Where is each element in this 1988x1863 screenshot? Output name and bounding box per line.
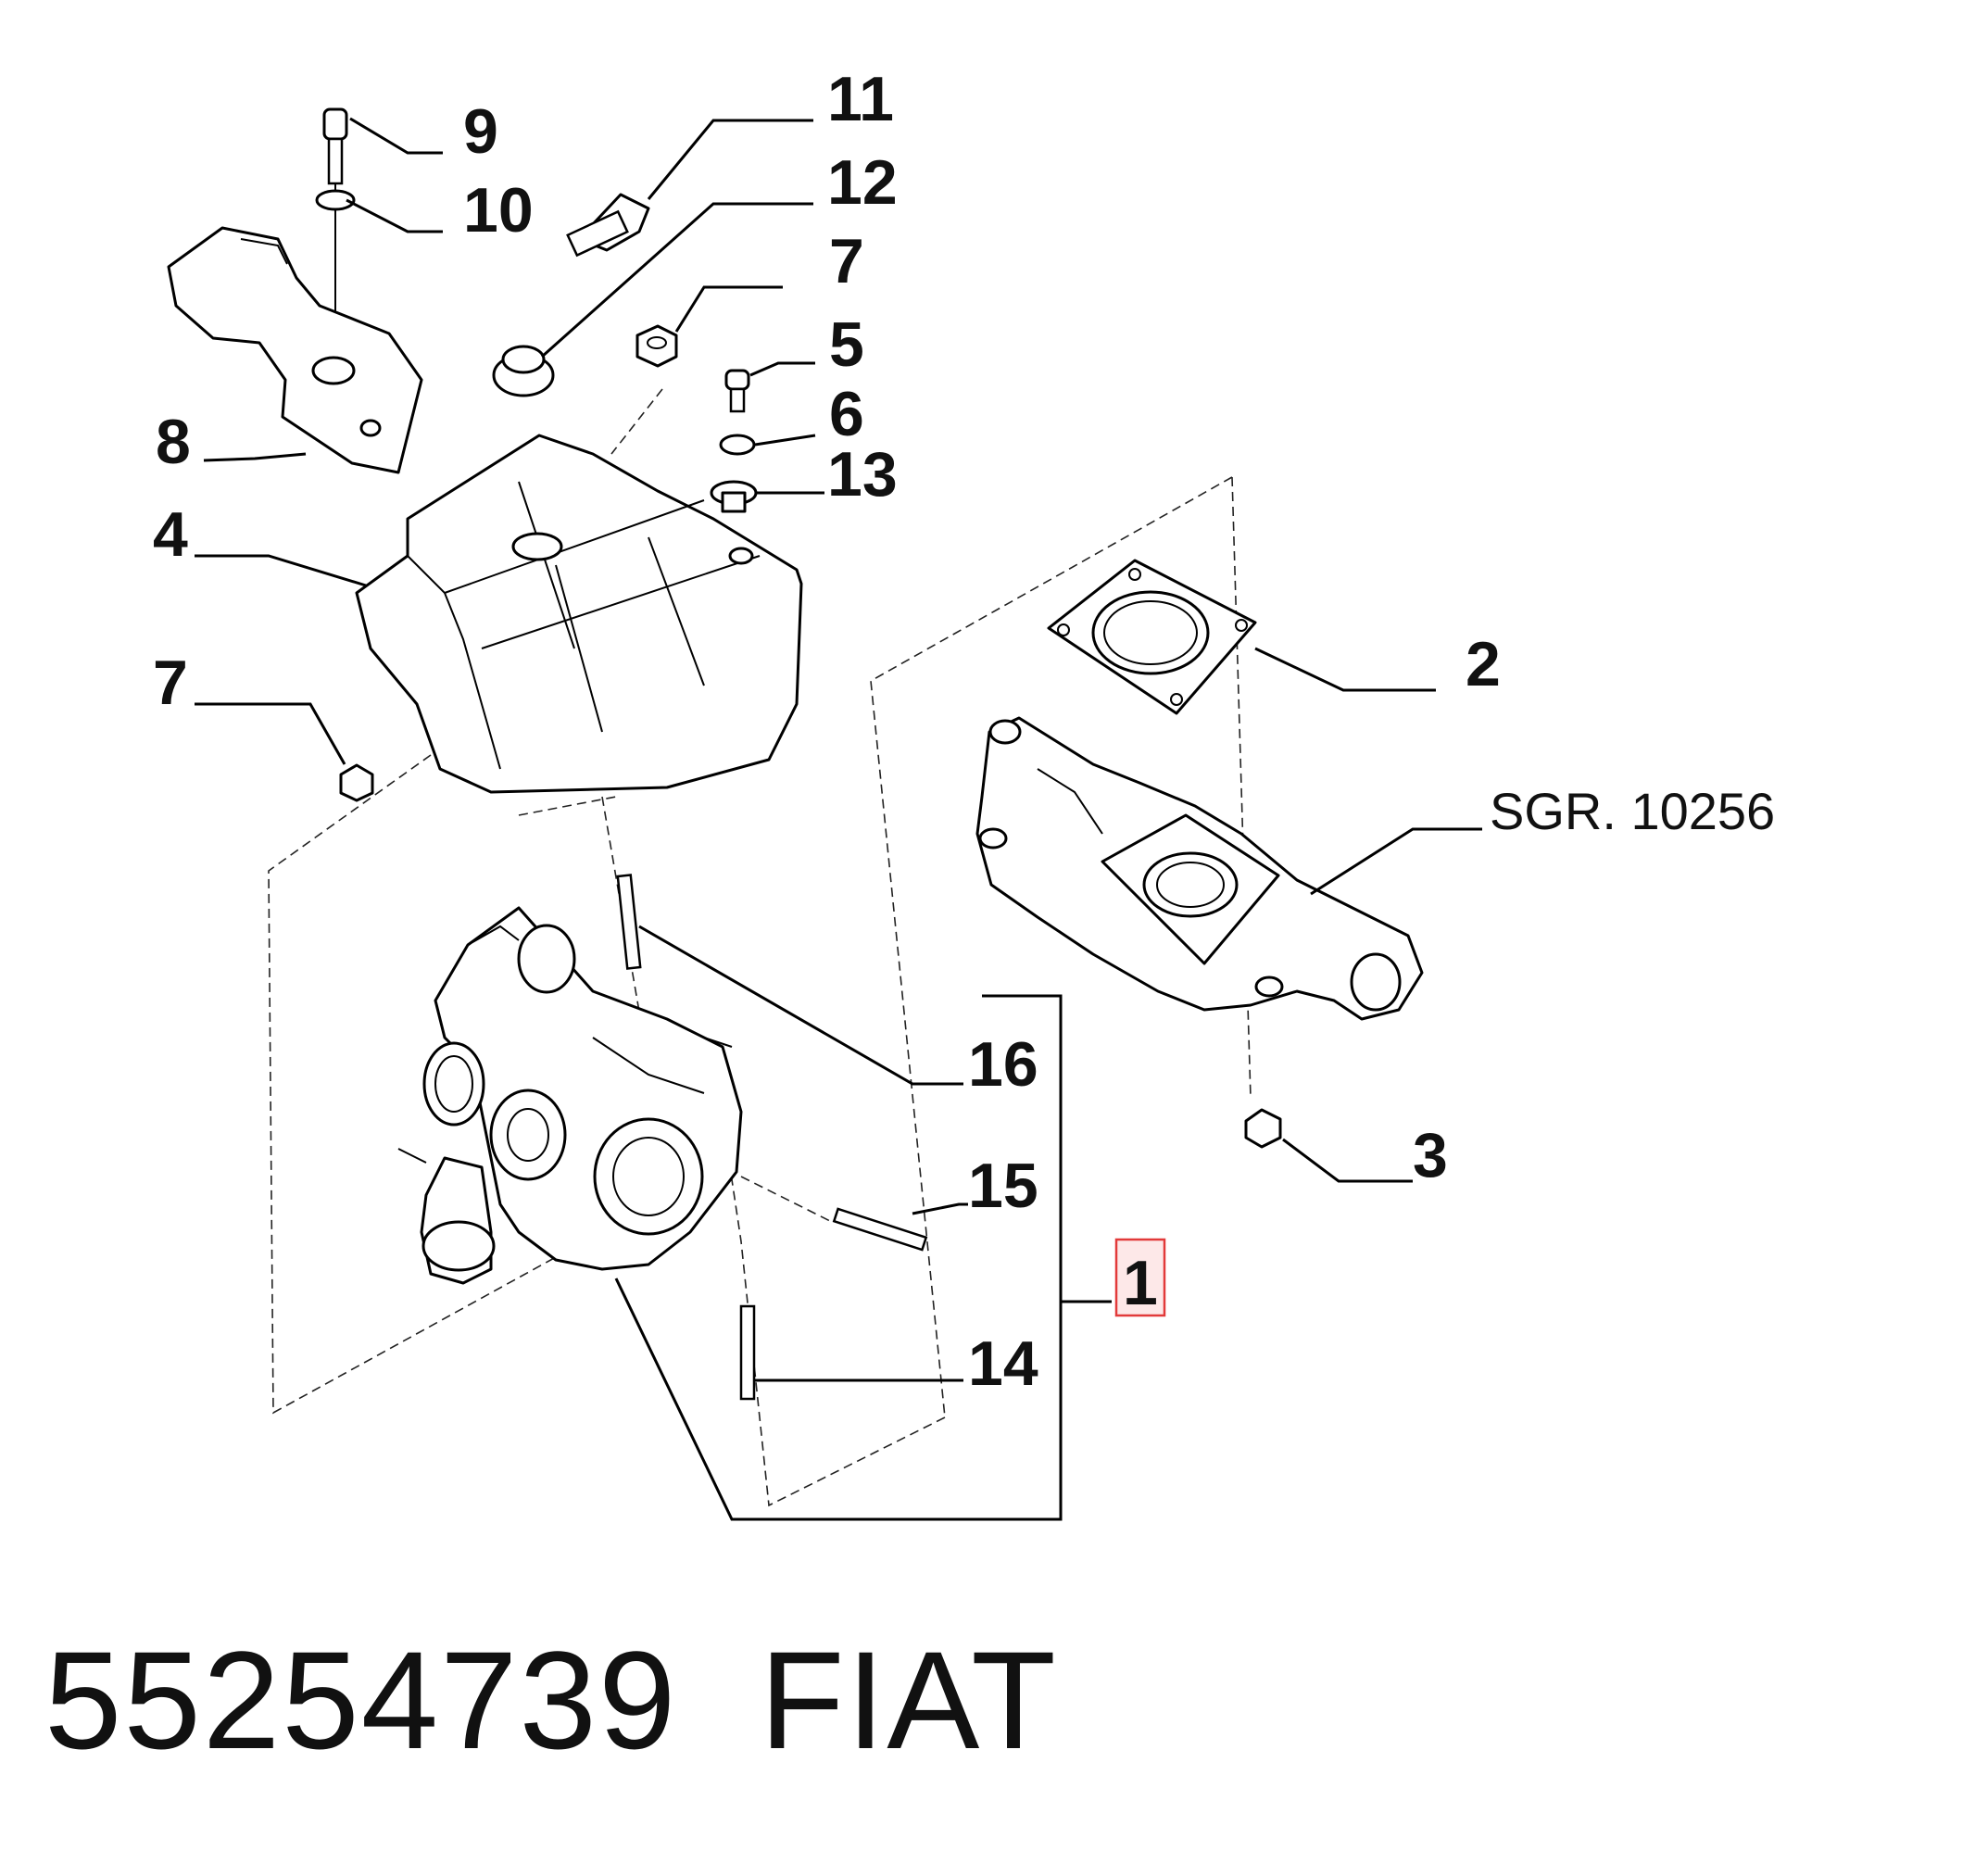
callout-6: 6	[829, 379, 864, 449]
callout-14: 14	[968, 1328, 1038, 1399]
callout-7-left: 7	[153, 648, 188, 718]
gasket-2-icon	[1047, 559, 1257, 715]
stud-14-icon	[739, 1304, 756, 1401]
heat-shield-4-icon	[355, 434, 803, 794]
callout-7-top: 7	[829, 226, 864, 296]
stud-16-icon	[616, 874, 642, 970]
nut-3-icon	[1244, 1108, 1282, 1149]
bracket-8-icon	[167, 226, 423, 474]
exploded-parts-diagram: 1 2 3 4 5 6 7 7 8 9 10 11 12 13 14 15 16…	[153, 64, 1775, 1521]
callout-8: 8	[156, 407, 191, 477]
nut-7-top-icon	[635, 324, 678, 368]
reference-label: SGR. 10256	[1490, 782, 1775, 840]
stud-15-icon	[832, 1207, 928, 1252]
callout-11: 11	[827, 64, 894, 134]
nut-7-left-icon	[339, 763, 374, 802]
callout-1-highlight	[1114, 1238, 1166, 1317]
washer-10-icon	[315, 189, 356, 211]
callout-13: 13	[827, 439, 898, 510]
part-number: 55254739	[44, 1622, 678, 1778]
callout-12: 12	[827, 147, 898, 218]
callout-4: 4	[153, 499, 188, 570]
washer-6-icon	[719, 434, 756, 456]
callout-1: 1	[1123, 1248, 1158, 1318]
exhaust-manifold-icon	[975, 716, 1424, 1021]
leader-lines	[195, 117, 1482, 1521]
callout-10: 10	[463, 175, 534, 245]
callout-2: 2	[1466, 629, 1501, 699]
callout-labels: 1 2 3 4 5 6 7 7 8 9 10 11 12 13 14 15 16…	[153, 64, 1775, 1399]
callout-3: 3	[1413, 1120, 1448, 1190]
turbocharger-icon	[397, 906, 743, 1285]
bolt-11-icon	[566, 193, 650, 258]
callout-9: 9	[463, 96, 498, 167]
callout-15: 15	[968, 1151, 1038, 1221]
nut-12-icon	[492, 345, 555, 397]
brand-name: FIAT	[760, 1622, 1058, 1778]
callout-5: 5	[829, 309, 864, 380]
callout-16: 16	[968, 1029, 1038, 1100]
grommet-13-icon	[710, 480, 758, 513]
screw-5-icon	[724, 369, 750, 413]
